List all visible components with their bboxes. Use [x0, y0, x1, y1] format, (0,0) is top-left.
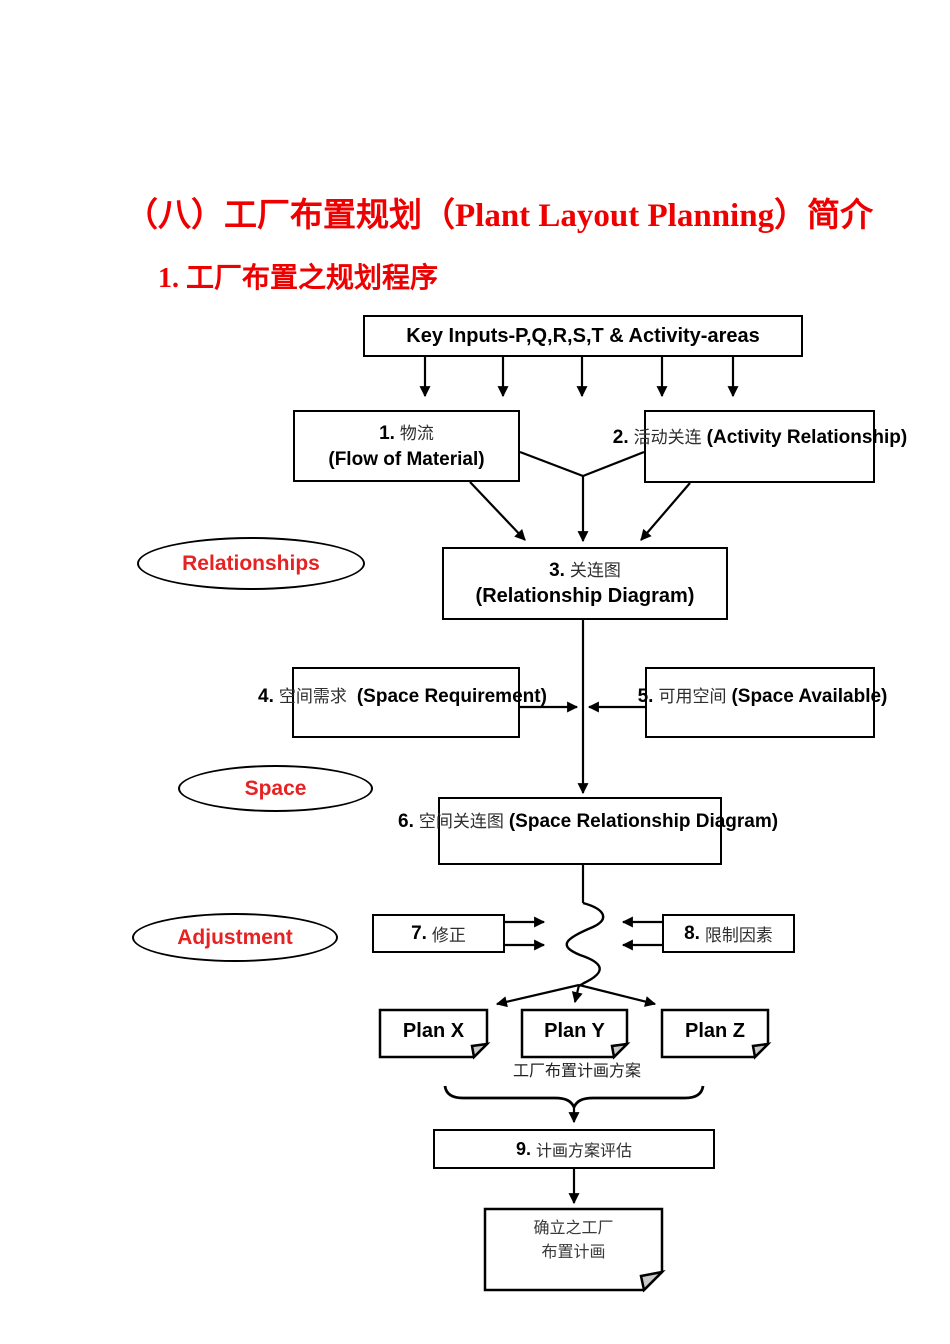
fan-arrow-left [495, 983, 580, 1008]
space-ellipse: Space [178, 765, 373, 812]
final-layout-label: 确立之工厂 布置计画 [485, 1216, 662, 1264]
plan-z-fold [751, 1042, 772, 1060]
revision-box: 7.修正 [372, 914, 505, 953]
final-layout-line1: 确立之工厂 [533, 1218, 614, 1237]
key-inputs-box: Key Inputs-P,Q,R,S,T & Activity-areas [363, 315, 803, 357]
relationship-diagram-box: 3.关连图 (Relationship Diagram) [442, 547, 728, 620]
plan-z-label: Plan Z [684, 1020, 745, 1042]
plans-caption: 工厂布置计画方案 [512, 1061, 641, 1080]
plan-x-label: Plan X [402, 1020, 465, 1042]
flow-of-material-box: 1.物流 (Flow of Material) [293, 410, 520, 482]
box1-cjk-label: 物流 [399, 424, 434, 444]
box3-cjk-label: 关连图 [569, 561, 621, 581]
evaluation-box: 9. 计画方案评估 [433, 1129, 715, 1169]
box8-number: 8. [684, 922, 700, 944]
box8-cjk-label: 限制因素 [704, 926, 773, 946]
plan-y-label: Plan Y [544, 1020, 605, 1042]
fan-arrow-right [578, 983, 657, 1007]
diag-arrow-right [640, 482, 691, 541]
adjustment-ellipse: Adjustment [132, 913, 338, 962]
plan-y-fold [610, 1042, 631, 1060]
space-requirement-box [292, 667, 520, 738]
brace [443, 1085, 705, 1111]
box7-number: 7. [411, 922, 427, 944]
space-relationship-diagram-box [438, 797, 722, 865]
v-line-right [582, 450, 645, 478]
fan-arrow-mid [571, 984, 583, 1004]
final-layout-line2: 布置计画 [541, 1242, 606, 1261]
relationships-label: Relationships [182, 551, 320, 575]
diag-arrow-left [469, 481, 526, 541]
box1-en-label: (Flow of Material) [328, 449, 485, 470]
space-available-label: 5.可用空间(Space Available) [637, 686, 888, 707]
space-available-box [645, 667, 875, 738]
box3-en-label: (Relationship Diagram) [475, 585, 695, 607]
page-subtitle: 1. 工厂布置之规划程序 [158, 263, 439, 294]
final-layout-fold [639, 1270, 666, 1293]
space-requirement-label: 4.空间需求(Space Requirement) [258, 686, 547, 707]
box9-number: 9. [515, 1138, 531, 1159]
space-label: Space [244, 776, 307, 800]
box3-number: 3. [549, 560, 565, 581]
v-line-left [519, 450, 584, 478]
plan-x-fold [470, 1042, 491, 1060]
space-relationship-diagram-label: 6.空间关连图(Space Relationship Diagram) [398, 811, 779, 832]
activity-relationship-box [644, 410, 875, 483]
page-title: （八）工厂布置规划（Plant Layout Planning）简介 [125, 198, 874, 234]
adjustment-label: Adjustment [177, 925, 293, 949]
box9-cjk-label: 计画方案评估 [536, 1141, 633, 1160]
constraints-box: 8.限制因素 [662, 914, 795, 953]
key-inputs-label: Key Inputs-P,Q,R,S,T & Activity-areas [406, 324, 760, 347]
box7-cjk-label: 修正 [431, 926, 466, 946]
squiggle-line [565, 901, 605, 988]
relationships-ellipse: Relationships [137, 537, 365, 590]
box1-number: 1. [379, 423, 395, 444]
activity-relationship-label: 2.活动关连(Activity Relationship) [612, 427, 908, 448]
